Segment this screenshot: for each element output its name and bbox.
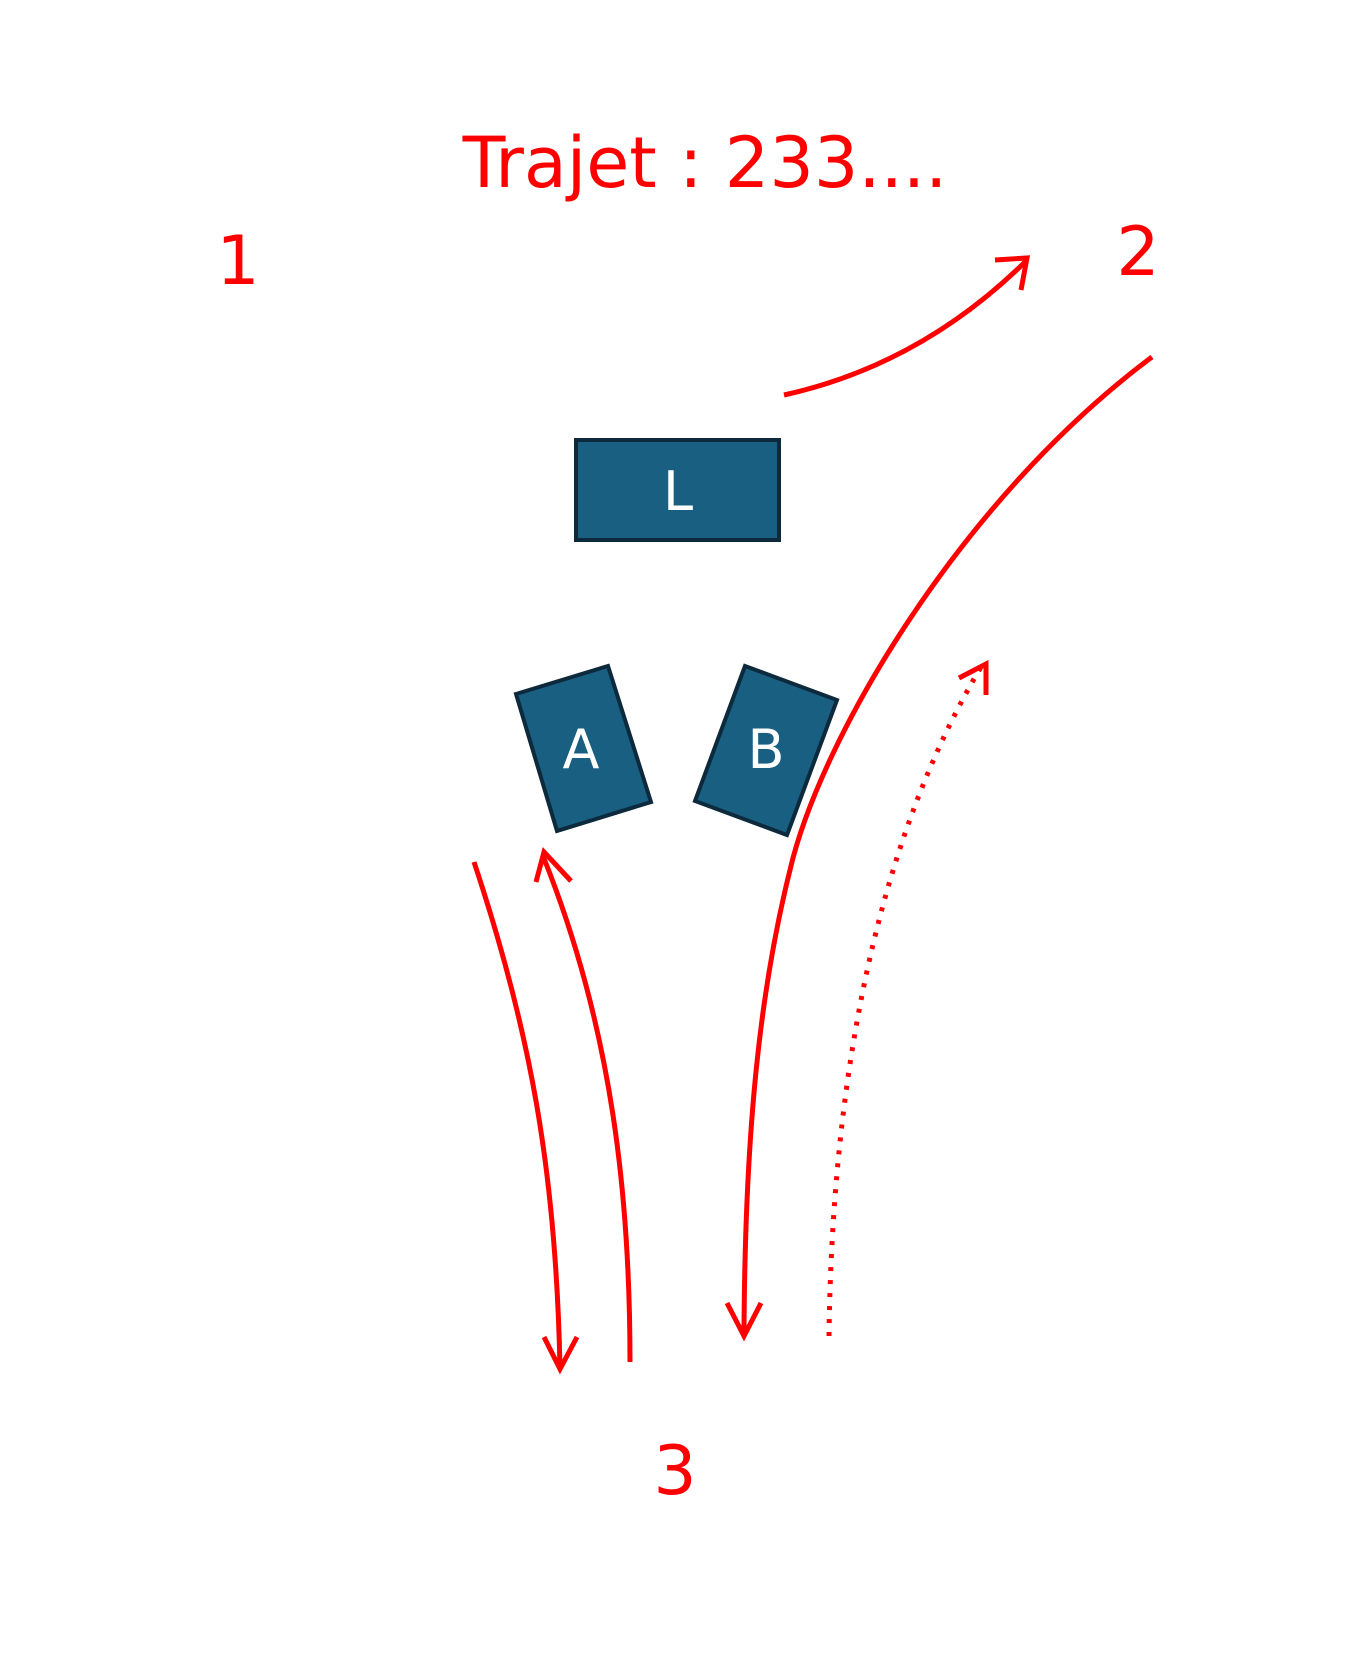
route-arrow-to-zone-2 (783, 255, 1031, 398)
obstacle-l: L (574, 438, 781, 542)
zone-label-2: 2 (1116, 213, 1159, 292)
route-arrow-dotted-upward (826, 659, 989, 1337)
obstacle-b-label: B (747, 718, 784, 781)
route-title: Trajet : 233.... (462, 122, 948, 204)
zone-label-3: 3 (653, 1432, 696, 1511)
obstacle-b: B (692, 663, 840, 838)
zone-label-1: 1 (216, 222, 259, 301)
route-arrow-zone-2-to-3 (724, 354, 1154, 1342)
route-arrow-up-to-a (533, 846, 633, 1363)
route-arrow-down-left (471, 861, 580, 1375)
obstacle-a-label: A (563, 718, 600, 781)
obstacle-a: A (513, 663, 654, 834)
obstacle-l-label: L (663, 460, 693, 523)
